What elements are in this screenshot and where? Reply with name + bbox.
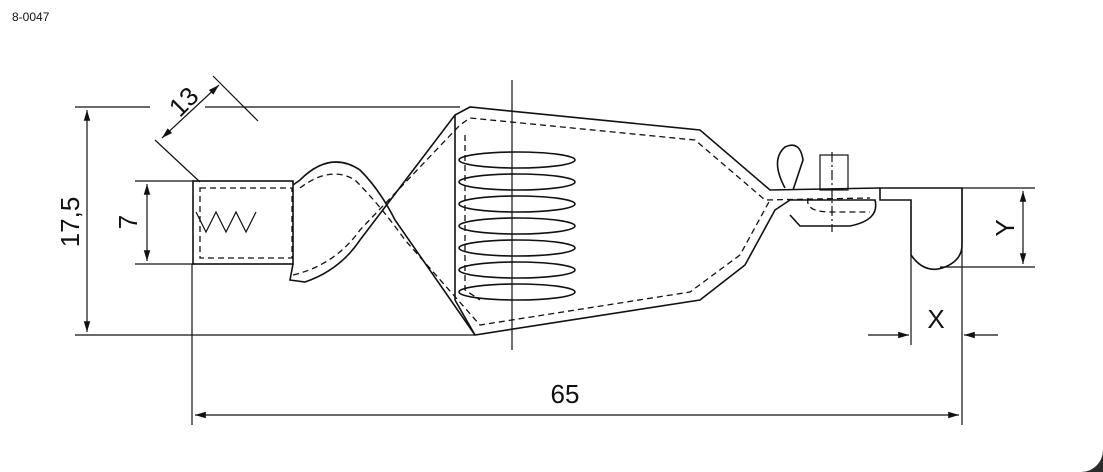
- dimension-lines: [75, 75, 1035, 425]
- dim-tab-height: Y: [990, 219, 1020, 236]
- dim-tab-width: X: [927, 304, 944, 334]
- dim-jaw-opening: 7: [113, 215, 143, 229]
- dim-height-overall: 17,5: [55, 197, 85, 248]
- part-number: 8-0047: [12, 10, 50, 24]
- spring: [458, 151, 576, 301]
- alligator-clip: [192, 106, 963, 336]
- dim-jaw-width: 13: [163, 81, 205, 123]
- dim-length-overall: 65: [551, 379, 580, 409]
